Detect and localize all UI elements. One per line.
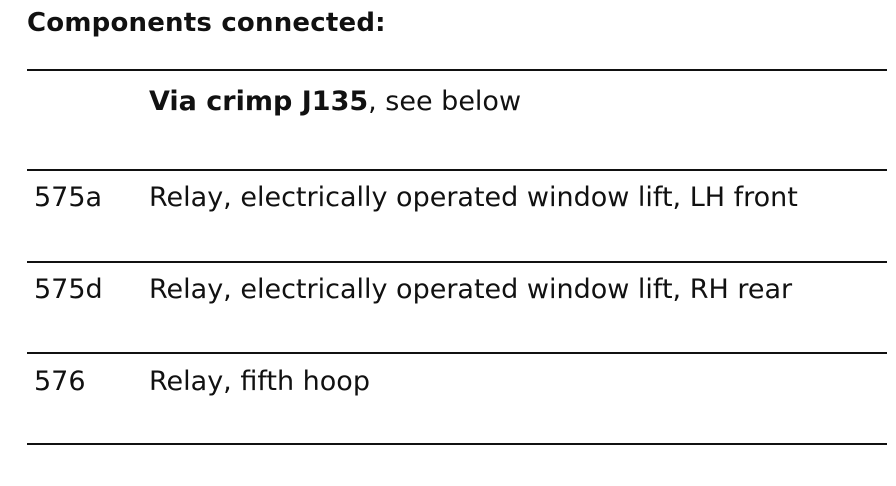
row-description: Via crimp J135, see below	[149, 86, 521, 117]
row-description: Relay, fifth hoop	[149, 366, 370, 397]
row-description: Relay, electrically operated window lift…	[149, 274, 792, 305]
row-description: Relay, electrically operated window lift…	[149, 182, 798, 213]
table-rule-top	[27, 69, 887, 71]
row-code: 575a	[34, 182, 103, 213]
table-rule	[27, 169, 887, 171]
row-description-text: Relay, electrically operated window lift…	[149, 274, 793, 305]
row-description-text: Relay, electrically operated window lift…	[149, 182, 798, 213]
row-description-bold: Via crimp J135	[149, 86, 369, 117]
table-rule	[27, 261, 887, 263]
row-description-text: , see below	[368, 86, 522, 117]
table-rule-bottom	[27, 443, 887, 445]
row-code: 575d	[34, 274, 103, 305]
table-rule	[27, 352, 887, 354]
row-description-text: Relay, fifth hoop	[149, 366, 370, 397]
row-code: 576	[34, 366, 86, 397]
heading: Components connected:	[27, 8, 386, 38]
